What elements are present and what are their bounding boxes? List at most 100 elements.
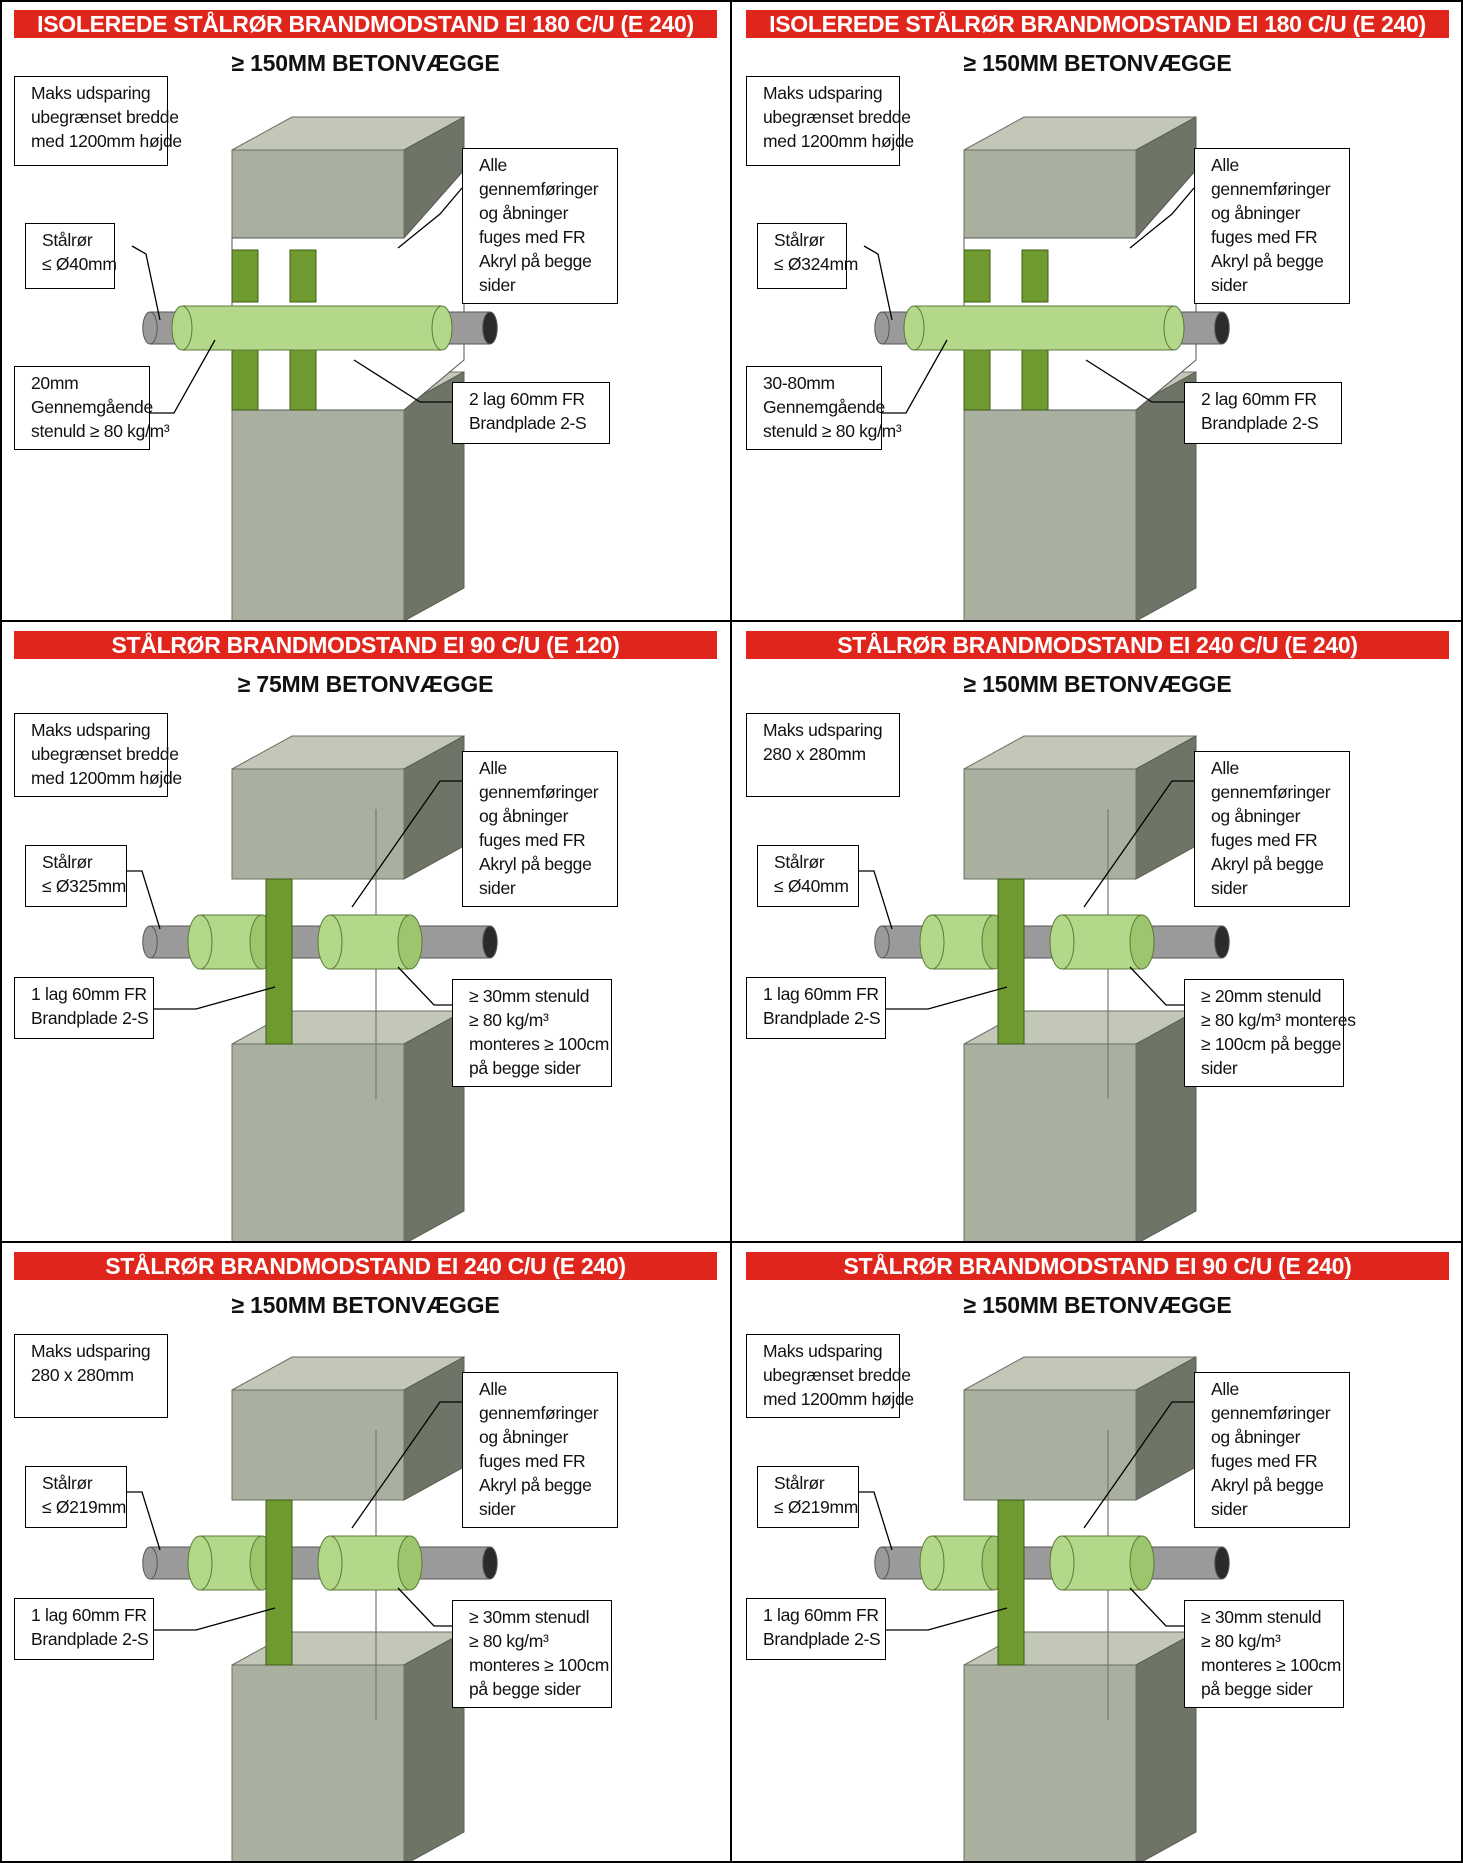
label-line: fuges med FR xyxy=(479,830,586,850)
assembly-drawing xyxy=(127,735,498,1242)
label-line: monteres ≥ 100cm xyxy=(1201,1655,1342,1675)
label-board: 2 lag 60mm FR Brandplade 2-S xyxy=(1184,382,1342,444)
leader-line xyxy=(127,1491,161,1551)
label-line: Akryl på begge xyxy=(1211,854,1324,874)
label-line: stenuld ≥ 80 kg/m³ xyxy=(31,421,170,441)
label-line: ubegrænset bredde xyxy=(763,107,911,127)
label-line: 2 lag 60mm FR xyxy=(469,389,585,409)
stone-wool-strips xyxy=(963,249,1049,411)
leader-line xyxy=(154,986,276,1010)
label-line: Gennemgående xyxy=(31,397,153,417)
label-opening: Maks udsparing ubegrænset bredde med 1200m… xyxy=(746,76,914,166)
label-line: ≥ 100cm på begge xyxy=(1201,1034,1342,1054)
label-wool: ≥ 20mm stenuld≥ 80 kg/m³ monteres≥ 100cm… xyxy=(1184,979,1356,1087)
label-line: Maks udsparing xyxy=(763,83,883,103)
label-line: Alle xyxy=(1211,1379,1239,1399)
label-line: Stålrør xyxy=(774,852,825,872)
label-line: med 1200mm højde xyxy=(763,131,914,151)
leader-line xyxy=(1129,1587,1184,1627)
label-line: 1 lag 60mm FR xyxy=(31,984,147,1004)
pipe-insulation xyxy=(187,914,423,970)
label-line: sider xyxy=(1211,1499,1248,1519)
label-line: 1 lag 60mm FR xyxy=(763,984,879,1004)
label-line: ≤ Ø40mm xyxy=(42,254,117,274)
pipe-insulation xyxy=(919,914,1155,970)
pipe-insulation xyxy=(171,305,453,351)
label-line: og åbninger xyxy=(479,1427,569,1447)
label-line: på begge sider xyxy=(469,1679,581,1699)
label-line: Brandplade 2-S xyxy=(1201,413,1319,433)
label-line: sider xyxy=(1211,878,1248,898)
leader-line xyxy=(397,187,463,249)
label-line: sider xyxy=(1211,275,1248,295)
detail-panel-6: STÅLRØR BRANDMODSTAND EI 90 C/U (E 240)≥… xyxy=(732,1242,1463,1863)
label-board: 1 lag 60mm FR Brandplade 2-S xyxy=(746,1598,886,1660)
label-line: sider xyxy=(479,275,516,295)
label-line: 2 lag 60mm FR xyxy=(1201,389,1317,409)
label-line: Stålrør xyxy=(774,1473,825,1493)
detail-panel-4: STÅLRØR BRANDMODSTAND EI 240 C/U (E 240)… xyxy=(732,621,1463,1242)
label-line: Stålrør xyxy=(42,1473,93,1493)
label-line: Maks udsparing xyxy=(31,1341,151,1361)
label-line: på begge sider xyxy=(1201,1679,1313,1699)
label-line: gennemføringer xyxy=(1211,782,1331,802)
label-line: med 1200mm højde xyxy=(31,768,182,788)
label-line: ≥ 80 kg/m³ monteres xyxy=(1201,1010,1356,1030)
panel-title: ISOLEREDE STÅLRØR BRANDMODSTAND EI 180 C… xyxy=(746,10,1449,38)
panel-subtitle: ≥ 150MM BETONVÆGGE xyxy=(963,671,1232,697)
leader-line xyxy=(397,1587,452,1627)
label-line: Stålrør xyxy=(42,852,93,872)
label-line: ubegrænset bredde xyxy=(763,1365,911,1385)
leader-line xyxy=(154,1607,276,1631)
label-line: fuges med FR xyxy=(1211,830,1318,850)
fire-board xyxy=(997,1499,1025,1666)
lower-concrete-block xyxy=(231,1010,465,1242)
label-line: 280 x 280mm xyxy=(763,744,866,764)
label-line: 280 x 280mm xyxy=(31,1365,134,1385)
label-line: ≤ Ø219mm xyxy=(42,1497,127,1517)
label-line: ≥ 30mm stenudl xyxy=(469,1607,590,1627)
label-line: sider xyxy=(1201,1058,1238,1078)
leader-line xyxy=(859,870,893,930)
label-line: monteres ≥ 100cm xyxy=(469,1034,610,1054)
leader-line xyxy=(351,1401,462,1529)
label-line: Brandplade 2-S xyxy=(763,1629,881,1649)
detail-panel-5: STÅLRØR BRANDMODSTAND EI 240 C/U (E 240)… xyxy=(0,1242,731,1863)
label-line: ≥ 80 kg/m³ xyxy=(469,1631,549,1651)
panel-title: STÅLRØR BRANDMODSTAND EI 240 C/U (E 240) xyxy=(14,1252,717,1280)
label-line: fuges med FR xyxy=(1211,227,1318,247)
label-line: Akryl på begge xyxy=(479,251,592,271)
label-line: Akryl på begge xyxy=(1211,1475,1324,1495)
label-line: 1 lag 60mm FR xyxy=(763,1605,879,1625)
label-line: og åbninger xyxy=(1211,1427,1301,1447)
label-line: Akryl på begge xyxy=(479,854,592,874)
label-line: ≥ 30mm stenuld xyxy=(1201,1607,1322,1627)
leader-line xyxy=(882,339,948,414)
fire-board xyxy=(997,878,1025,1045)
assembly-drawing xyxy=(859,1356,1230,1863)
label-line: ≤ Ø40mm xyxy=(774,876,849,896)
label-pipe: Stålrør≤ Ø325mm xyxy=(25,845,127,907)
label-line: Gennemgående xyxy=(763,397,885,417)
leader-line xyxy=(863,245,893,321)
detail-panel-1: ISOLEREDE STÅLRØR BRANDMODSTAND EI 180 C… xyxy=(0,0,731,621)
label-pipe: Stålrør≤ Ø324mm xyxy=(757,223,858,289)
label-pipe: Stålrør ≤ Ø219mm xyxy=(757,1466,859,1528)
label-line: Alle xyxy=(1211,758,1239,778)
label-line: 1 lag 60mm FR xyxy=(31,1605,147,1625)
panel-subtitle: ≥ 150MM BETONVÆGGE xyxy=(231,50,500,76)
label-line: Brandplade 2-S xyxy=(469,413,587,433)
leader-line xyxy=(353,359,452,403)
label-line: og åbninger xyxy=(479,203,569,223)
panel-title: ISOLEREDE STÅLRØR BRANDMODSTAND EI 180 C… xyxy=(14,10,717,38)
label-line: ≤ Ø219mm xyxy=(774,1497,859,1517)
detail-panel-3: STÅLRØR BRANDMODSTAND EI 90 C/U (E 120)≥… xyxy=(0,621,731,1242)
label-line: Stålrør xyxy=(774,230,825,250)
